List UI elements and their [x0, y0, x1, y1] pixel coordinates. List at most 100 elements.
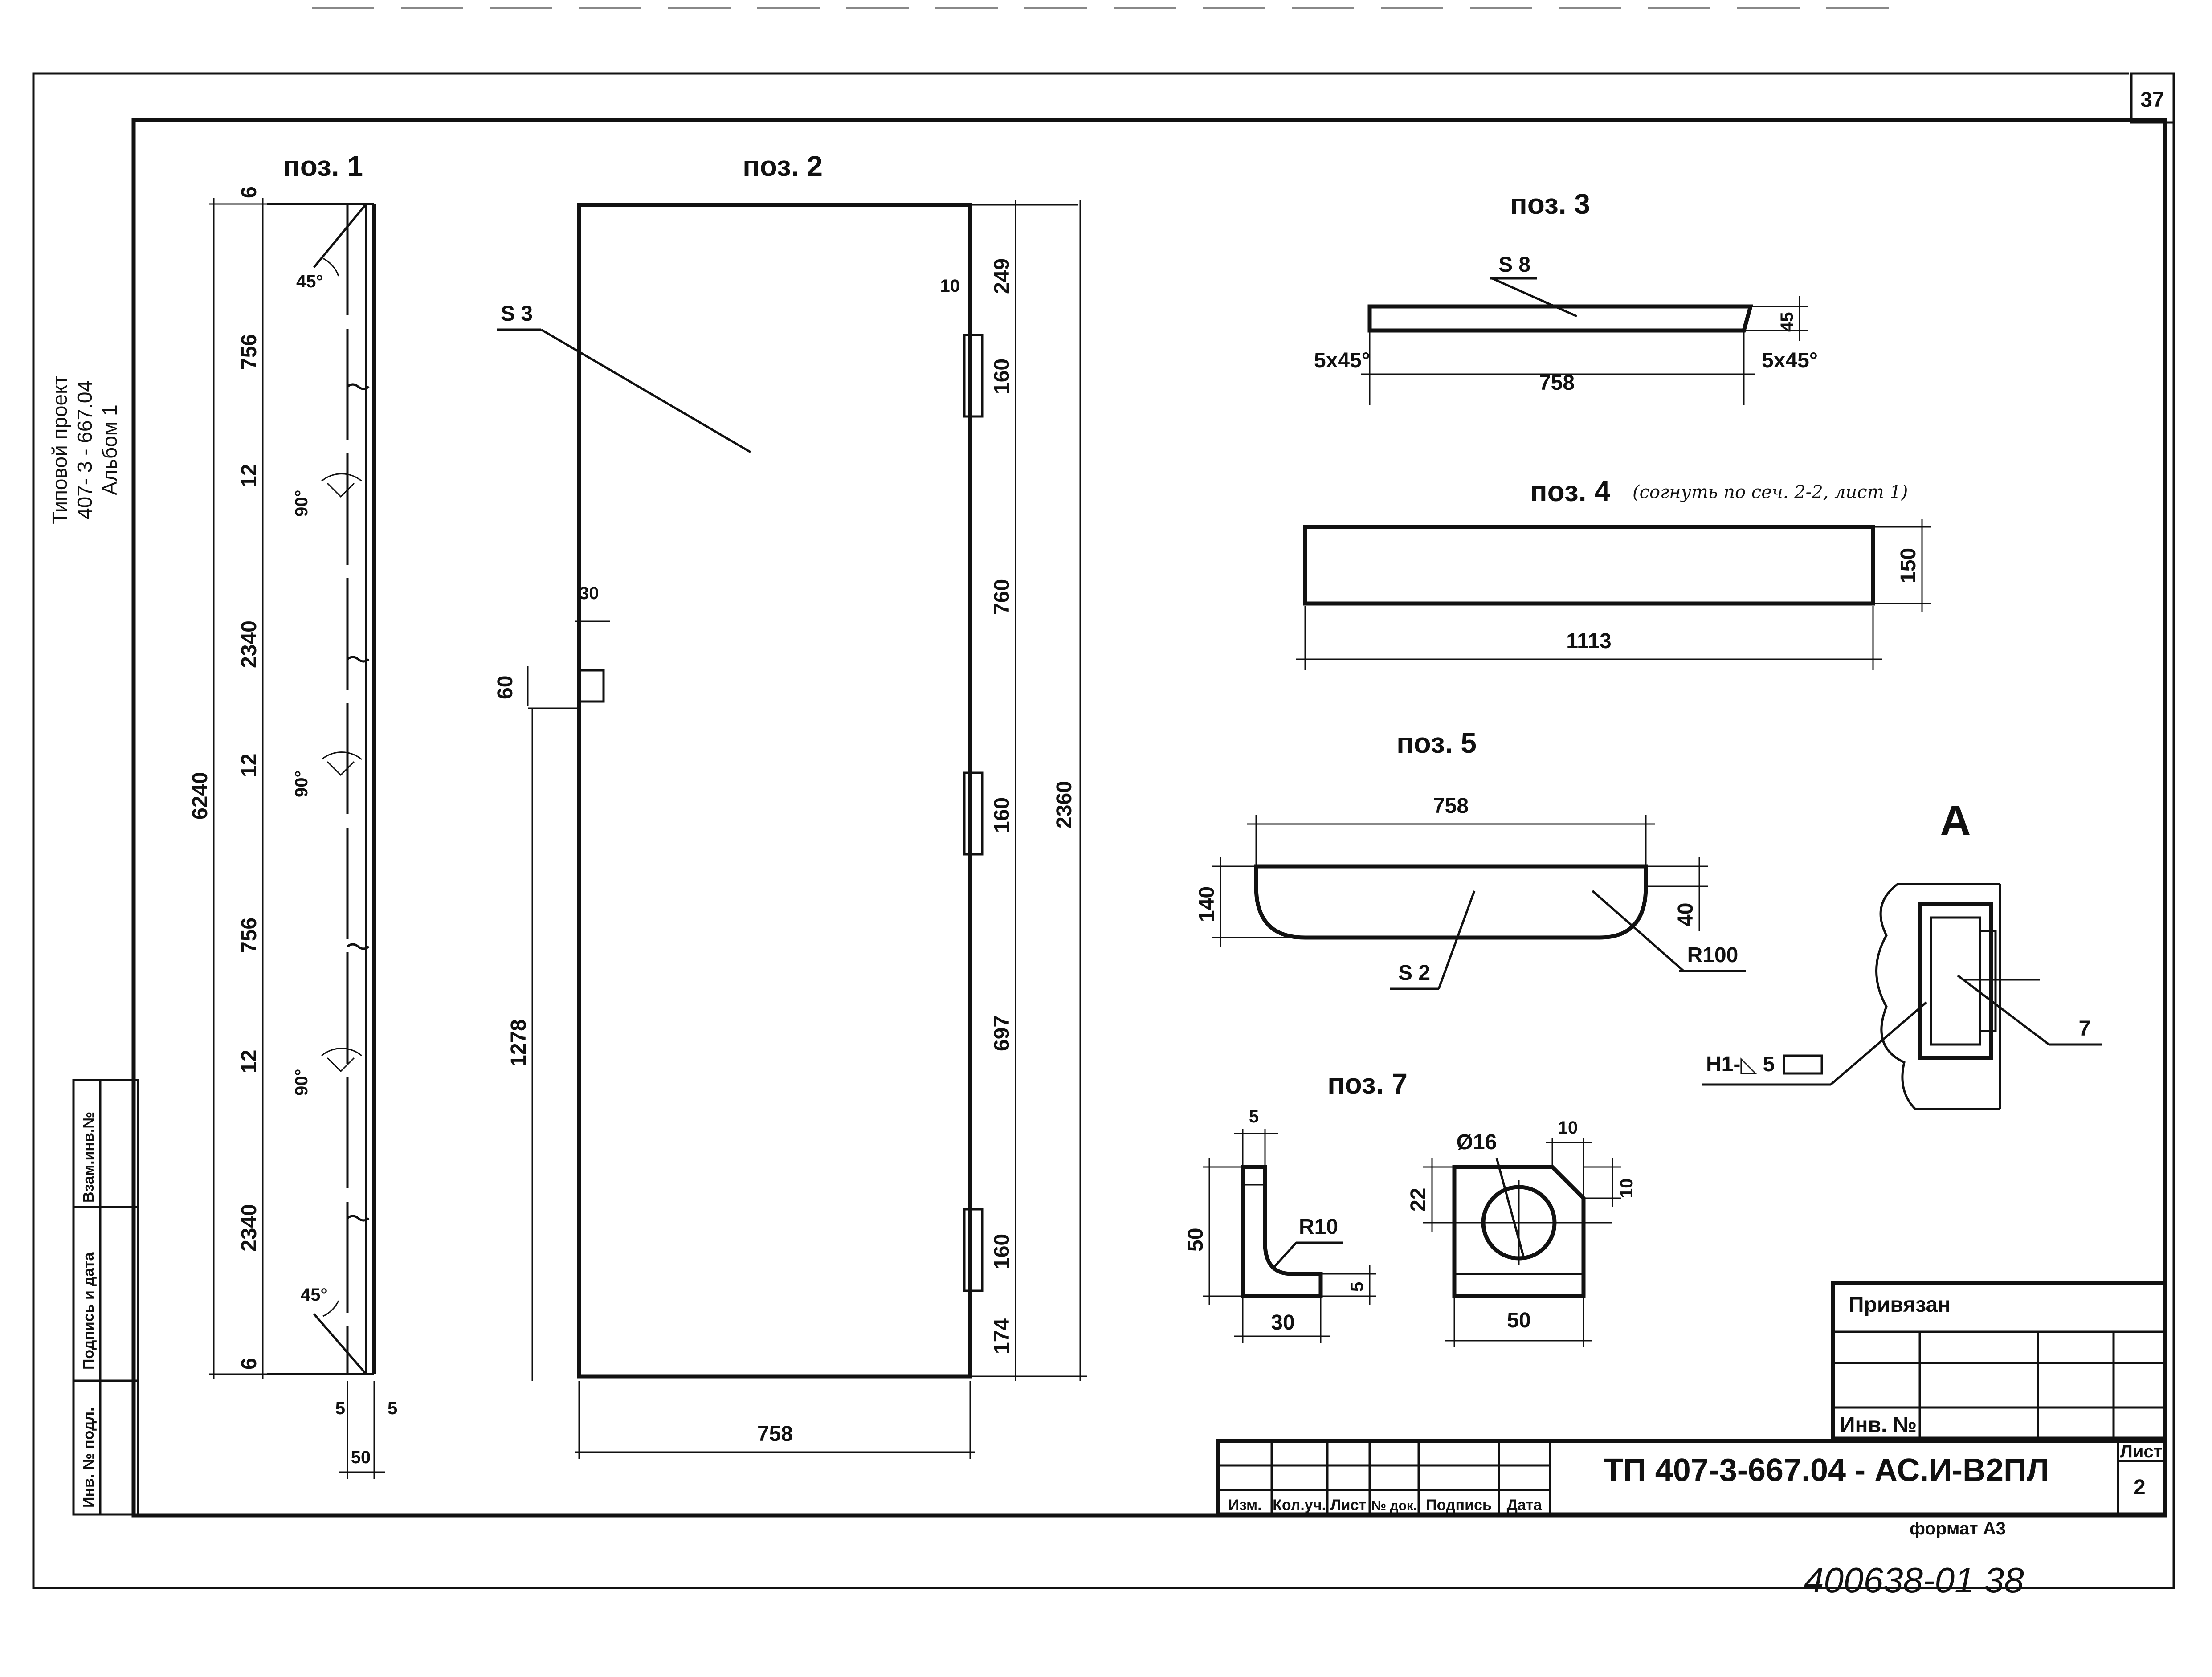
pos3-dim-758: 758 [1539, 371, 1575, 395]
pos1-notch-2 [347, 656, 370, 663]
pos1-angle-arc-bottom [322, 1300, 339, 1317]
detail-a-title: А [1940, 797, 1971, 845]
hdr-list: Лист [1330, 1497, 1366, 1514]
pos1-angle-arc-top [322, 257, 339, 277]
list-value: 2 [2134, 1476, 2146, 1499]
pos7-dim-50-b: 50 [1507, 1309, 1530, 1332]
pos7-r10: R10 [1299, 1215, 1338, 1239]
pos7-dim-10-right: 10 [1617, 1179, 1637, 1199]
pos2-plate [577, 203, 972, 1379]
pos2-dim-160-a: 160 [990, 359, 1014, 394]
pos2-tab [578, 669, 605, 703]
privyazan-box [1831, 1281, 2167, 1441]
pos7-dim-5-top: 5 [1249, 1107, 1259, 1126]
pos7-drawing: поз. 7 5 50 R10 5 30 Ø16 10 [1184, 1068, 1637, 1347]
pos5-dim-140: 140 [1195, 886, 1219, 922]
pos7-dim-10-top: 10 [1558, 1118, 1578, 1138]
pos3-chamfer-left: 5x45° [1314, 349, 1370, 372]
pos1-dim-2340-bottom: 2340 [237, 1204, 261, 1252]
pos5-title: поз. 5 [1396, 727, 1477, 759]
pos3-dim-45: 45 [1777, 312, 1797, 332]
pos3-chamfer-right: 5x45° [1762, 349, 1818, 372]
pos1-dim-6240: 6240 [188, 772, 212, 820]
pos2-dim-760: 760 [990, 579, 1014, 615]
detail-a-breakline [1875, 883, 2000, 1110]
pos3-drawing: поз. 3 S 8 5x45° 5x45° 758 45 [1314, 188, 1818, 405]
pos7-dim-22: 22 [1407, 1188, 1430, 1212]
pos5-plate [1254, 864, 1648, 940]
format-label: формат А3 [1910, 1519, 2006, 1538]
hdr-podpis: Подпись [1426, 1497, 1492, 1514]
pos2-dim-160-b: 160 [990, 797, 1014, 833]
pos1-bevel-top [313, 203, 367, 268]
pos3-material-leader [1491, 277, 1578, 318]
pos2-dim-758: 758 [757, 1422, 793, 1446]
stamp-vzam: Взам.инв.№ [80, 1112, 97, 1203]
pos5-radius-leader [1592, 890, 1685, 972]
pos5-dim-758: 758 [1433, 794, 1469, 818]
pos2-dim-1278: 1278 [507, 1019, 531, 1067]
pos7-hole-leader [1495, 1158, 1525, 1257]
pos3-title: поз. 3 [1510, 188, 1590, 220]
sheet-number-box [2130, 72, 2175, 124]
detail-a-weld: Н1-◺ 5 [1706, 1053, 1775, 1076]
main-stamp [1216, 1439, 2167, 1517]
pos4-strip [1303, 525, 1875, 606]
pos2-notch-3 [963, 1208, 984, 1292]
pos1-notch-1 [347, 383, 370, 390]
pos1-dim-5b: 5 [388, 1399, 397, 1418]
pos3-material: S 8 [1498, 253, 1530, 277]
pos1-notch-4 [347, 1215, 370, 1222]
pos2-dim-60: 60 [494, 676, 517, 699]
pos4-note: (согнуть по сеч. 2-2, лист 1) [1632, 482, 1908, 502]
pos4-dim-150: 150 [1897, 548, 1920, 583]
pos5-radius: R100 [1687, 943, 1739, 967]
pos7-dim-5-right: 5 [1347, 1282, 1367, 1292]
stamp-inv: Инв. № подл. [80, 1407, 97, 1508]
pos1-notch-3 [347, 943, 370, 950]
pos2-dim-10: 10 [940, 276, 960, 296]
pos5-material-leader [1437, 890, 1476, 989]
pos1-dim-50: 50 [351, 1448, 371, 1467]
pos7-r10-leader [1273, 1242, 1297, 1268]
pos1-drawing: поз. 1 6 756 12 2340 12 756 12 2340 6 [188, 150, 397, 1479]
pos1-angle-90-a: 90° [292, 490, 311, 517]
hdr-ndok: № док. [1371, 1498, 1417, 1513]
outer-border [32, 72, 2175, 1589]
sheet-corner-number: 37 [2140, 88, 2164, 112]
left-stamp: Взам.инв.№ Подпись и дата Инв. № подл. [72, 1079, 139, 1516]
detail-a-weld-symbol [1783, 1054, 1823, 1075]
pos2-material: S 3 [501, 302, 533, 326]
inner-frame [131, 118, 2167, 1518]
left-stamp-frame [72, 1079, 139, 1516]
detail-a-ref: 7 [2079, 1017, 2091, 1040]
detail-a: А 7 Н1-◺ 5 [1702, 797, 2102, 1110]
hdr-koluch: Кол.уч. [1273, 1497, 1326, 1514]
detail-a-outer [1918, 902, 1993, 1060]
pos2-dim-30: 30 [579, 583, 599, 603]
pos2-material-leader [540, 328, 751, 453]
detail-a-inner [1930, 916, 1981, 1046]
document-code: ТП 407-3-667.04 - АС.И-В2ПЛ [1604, 1453, 2049, 1488]
detail-a-lug [1979, 930, 1997, 1032]
pos1-angle-90-c: 90° [292, 1069, 311, 1096]
pos2-dim-697: 697 [990, 1016, 1014, 1051]
detail-a-ref-leader [1957, 975, 2050, 1045]
pos2-drawing: поз. 2 S 3 249 160 760 160 697 160 174 2… [494, 150, 1087, 1459]
pos1-dim-756-top: 756 [237, 334, 261, 370]
pos5-material: S 2 [1398, 961, 1430, 985]
privyazan-label: Привязан [1849, 1293, 1951, 1317]
pos2-dim-160-c: 160 [990, 1234, 1014, 1269]
pos4-title: поз. 4 [1530, 475, 1610, 507]
pos7-dim-50: 50 [1184, 1228, 1208, 1252]
detail-a-weld-leader [1830, 1001, 1927, 1085]
pos5-drawing: поз. 5 758 140 40 R100 S 2 [1195, 727, 1746, 990]
pos7-hole-dia: Ø16 [1457, 1130, 1497, 1154]
pos3-bar [1367, 304, 1753, 333]
pos1-angle-45-bottom: 45° [301, 1285, 328, 1305]
pos2-notch-1 [963, 334, 984, 418]
inv-label: Инв. № [1840, 1413, 1917, 1437]
hdr-izm: Изм. [1228, 1497, 1261, 1514]
pos7-title: поз. 7 [1327, 1068, 1408, 1100]
